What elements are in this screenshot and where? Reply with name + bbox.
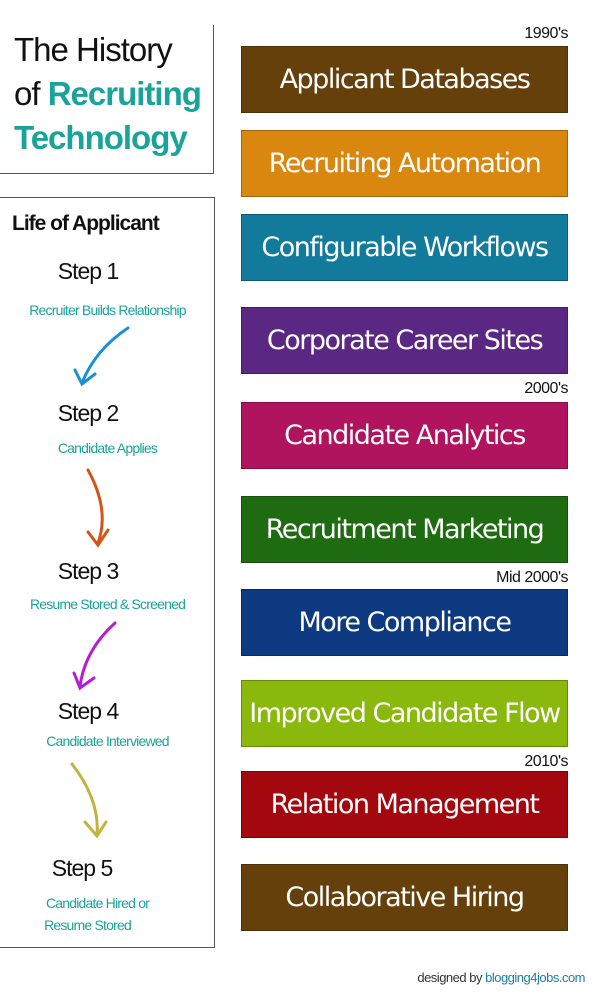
title-line-1: The History [14, 31, 173, 68]
step-4-label: Step 4 [57, 698, 120, 724]
arrow-down-icon [73, 326, 130, 387]
step-2-desc: Candidate Applies [57, 440, 158, 456]
era-label-2000s: 2000's [524, 380, 568, 397]
title-line-3: Technology [14, 119, 188, 156]
timeline-item: Recruiting Automation [241, 130, 568, 197]
era-label-mid-2000s: Mid 2000's [496, 569, 568, 586]
arrow-down-icon [72, 621, 117, 691]
timeline-item: Corporate Career Sites [241, 307, 568, 374]
step-2-label: Step 2 [57, 400, 120, 426]
arrow-down-icon [86, 468, 110, 548]
step-5-label: Step 5 [51, 855, 114, 881]
footer-prefix: designed by [417, 970, 482, 985]
title-recruiting: Recruiting [47, 75, 202, 112]
timeline-item: Relation Management [241, 771, 568, 838]
era-label-1990s: 1990's [524, 25, 568, 42]
life-title: Life of Applicant [12, 212, 160, 235]
title-of: of [14, 75, 41, 112]
life-of-applicant-panel [0, 197, 215, 948]
timeline-item: Improved Candidate Flow [241, 680, 568, 747]
era-label-2010s: 2010's [524, 753, 568, 770]
timeline-item: More Compliance [241, 589, 568, 656]
timeline-item: Applicant Databases [241, 46, 568, 113]
step-3-label: Step 3 [57, 558, 120, 584]
timeline-item: Recruitment Marketing [241, 496, 568, 563]
timeline-item: Collaborative Hiring [241, 864, 568, 931]
step-1-label: Step 1 [57, 258, 120, 284]
footer-credit: designed by blogging4jobs.com [417, 970, 585, 985]
timeline-item: Candidate Analytics [241, 402, 568, 469]
arrow-down-icon [70, 762, 108, 839]
step-1-desc: Recruiter Builds Relationship [29, 302, 186, 318]
step-5-desc-2: Resume Stored [44, 917, 132, 933]
step-4-desc: Candidate Interviewed [46, 733, 169, 749]
title-box [0, 25, 214, 174]
timeline-item: Configurable Workflows [241, 214, 568, 281]
footer-brand-link[interactable]: blogging4jobs.com [485, 970, 585, 985]
step-arrows [70, 326, 130, 839]
step-3-desc: Resume Stored & Screened [29, 596, 186, 612]
step-5-desc-1: Candidate Hired or [45, 895, 150, 911]
title-line-2: of Recruiting [14, 74, 202, 114]
